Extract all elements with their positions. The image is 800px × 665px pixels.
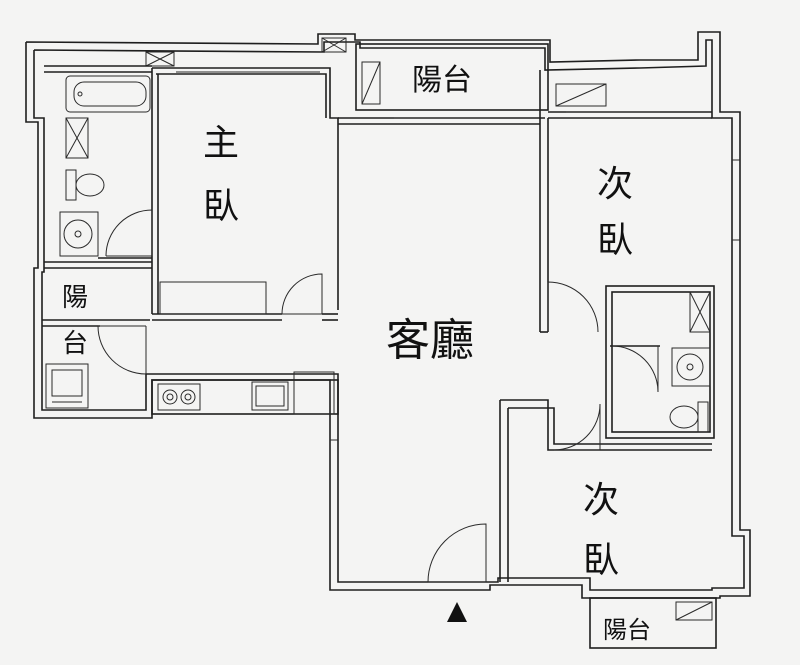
stove [157,383,201,411]
living-room-label: 客廳 [386,315,474,366]
balcony-bottom-label: 陽台 [603,616,651,644]
shower-right [689,291,711,333]
fridge [293,371,335,415]
kitchen-sink [251,381,289,411]
bathtub [65,75,151,113]
vent-box-top-1 [145,51,175,67]
bedroom-bottom-right-label-2: 臥 [583,540,619,581]
vent-box-top-2 [321,37,347,53]
windows [176,71,740,441]
master-bedroom-label-1: 主 [203,123,239,164]
shower-left [65,117,89,159]
sink-left [59,211,99,257]
master-bedroom-label-2: 臥 [203,186,239,227]
entrance-arrow-icon [447,602,467,622]
washing-machine [45,363,89,409]
bedroom-bottom-right-label-1: 次 [583,480,619,521]
toilet-left [65,169,105,201]
sink-right [671,347,711,387]
balcony-left-label-2: 台 [62,329,88,359]
bedroom-top-right-label-1: 次 [597,164,633,205]
balcony-bottom [589,597,717,649]
exterior-walls [25,31,751,599]
balcony-top-label: 陽台 [412,63,472,98]
bedroom-top-right-label-2: 臥 [597,220,633,261]
balcony-top [355,43,549,111]
toilet-right [669,401,709,433]
interior-walls [42,65,715,582]
balcony-left-label-1: 陽 [62,283,88,313]
doors [97,209,659,583]
